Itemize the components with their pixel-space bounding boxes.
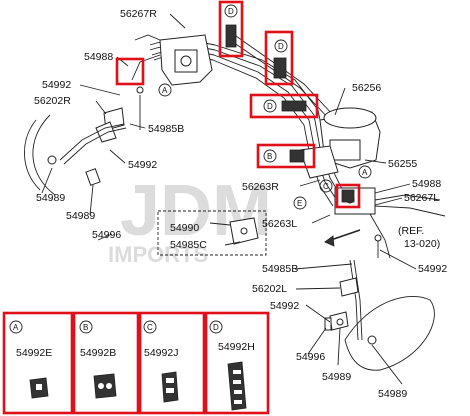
label-54985C: 54985C	[170, 239, 207, 251]
label-54990: 54990	[170, 222, 199, 234]
label-54992-d: 54992	[270, 300, 299, 312]
label-54989-a: 54989	[36, 192, 65, 204]
label-54989-d: 54989	[378, 388, 407, 400]
label-56202L: 56202L	[252, 283, 287, 295]
flow-arrow	[324, 229, 361, 247]
label-54992-a: 54992	[42, 79, 71, 91]
label-54988-right: 54988	[412, 178, 441, 190]
legend-part-D: 54992H	[218, 341, 255, 353]
callout-E: E	[297, 199, 302, 208]
label-56267R: 56267R	[120, 8, 157, 20]
label-56256: 56256	[352, 82, 381, 94]
label-54985B: 54985B	[148, 123, 184, 135]
legend-part-A: 54992E	[16, 347, 52, 359]
label-ref-num: 13-020)	[404, 238, 440, 250]
legend-part-C: 54992J	[144, 347, 178, 359]
legend-letter-C: C	[147, 323, 153, 332]
part-labels: 56267R 54988 54992 56202R 54985B 54992 5…	[34, 8, 447, 400]
master-cylinder	[299, 107, 381, 179]
label-54996-a: 54996	[92, 229, 121, 241]
legend-letter-D: D	[213, 323, 219, 332]
proportioning-valve	[131, 34, 213, 86]
label-56267L: 56267L	[404, 192, 439, 204]
legend-letter-B: B	[83, 323, 88, 332]
label-54989-c: 54989	[322, 371, 351, 383]
legend-item-A: A 54992E	[2, 311, 74, 415]
diagram-highlights: D D D B	[115, 0, 361, 209]
label-54985B-b: 54985B	[262, 263, 298, 275]
label-54989-b: 54989	[66, 210, 95, 222]
label-ref: (REF.	[398, 225, 424, 237]
legend-part-B: 54992B	[80, 347, 116, 359]
callout-A-right: A	[362, 168, 368, 177]
callout-D-mid: D	[278, 42, 284, 51]
label-56263R: 56263R	[242, 181, 279, 193]
callout-A-left: A	[162, 86, 168, 95]
label-54992-c: 54992	[418, 263, 447, 275]
right-brake-hose	[324, 234, 435, 371]
legend-item-D: D 54992H	[204, 311, 270, 415]
label-54988-top: 54988	[84, 51, 113, 63]
legend-letter-A: A	[13, 323, 19, 332]
left-brake-hose	[24, 86, 144, 196]
callout-B: B	[267, 152, 272, 161]
inset-box	[157, 210, 267, 256]
label-56263L: 56263L	[262, 218, 297, 230]
legend: A 54992E B 54992B C 54992J	[2, 311, 270, 415]
callout-C: C	[323, 182, 329, 191]
label-54992-b: 54992	[128, 159, 157, 171]
legend-item-B: B 54992B	[72, 311, 140, 415]
diagram-callouts: A A C E	[158, 83, 372, 210]
leader-lines	[41, 13, 417, 385]
callout-D-top: D	[228, 7, 234, 16]
callout-D-low: D	[267, 102, 273, 111]
label-54996-b: 54996	[296, 351, 325, 363]
legend-item-C: C 54992J	[138, 311, 206, 415]
label-56202R: 56202R	[34, 95, 71, 107]
label-56255: 56255	[388, 158, 417, 170]
